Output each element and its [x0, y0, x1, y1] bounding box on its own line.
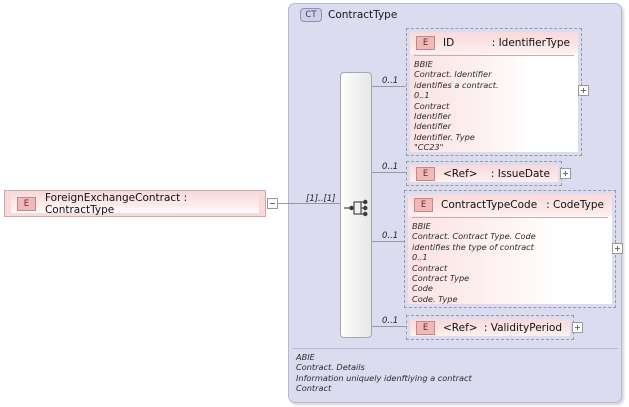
- connector-to-id: [372, 86, 406, 87]
- element-box-issuedate[interactable]: E <Ref> : IssueDate: [406, 161, 562, 186]
- element-type: : ValidityPeriod: [483, 321, 562, 334]
- sequence-icon: [343, 197, 369, 223]
- connector-to-contracttypecode: [372, 241, 404, 242]
- element-type: : IssueDate: [490, 167, 550, 180]
- element-name: <Ref>: [443, 321, 478, 334]
- element-doc-divider: [412, 217, 608, 218]
- element-badge-icon: E: [416, 320, 435, 335]
- cardinality-issuedate: 0..1: [382, 162, 399, 172]
- element-box-contracttypecode[interactable]: E ContractTypeCode : CodeType BBIE Contr…: [404, 190, 616, 308]
- element-name: ContractTypeCode: [441, 199, 538, 211]
- connector-to-validityperiod: [372, 326, 406, 327]
- element-doc-body: [408, 216, 612, 304]
- sequence-compositor-rod[interactable]: [340, 72, 372, 338]
- element-type: : CodeType: [546, 199, 604, 211]
- element-header-validityperiod: E <Ref> : ValidityPeriod: [410, 319, 570, 336]
- element-badge-icon: E: [416, 166, 435, 181]
- expand-toggle-validityperiod-icon[interactable]: [572, 322, 583, 333]
- contract-type-title: ContractType: [328, 9, 398, 21]
- root-element-foreignexchangecontract[interactable]: E ForeignExchangeContract : ContractType: [4, 190, 266, 217]
- element-type: : IdentifierType: [491, 37, 570, 49]
- element-badge-icon: E: [17, 196, 36, 211]
- container-doc-divider: [292, 348, 618, 349]
- expand-toggle-contracttypecode-icon[interactable]: [612, 243, 623, 254]
- root-cardinality-label: [1]..[1]: [306, 194, 336, 204]
- element-box-id[interactable]: E ID : IdentifierType BBIE Contract. Ide…: [406, 28, 582, 156]
- contract-type-header: CT ContractType: [293, 4, 397, 26]
- expand-toggle-issuedate-icon[interactable]: [560, 168, 571, 179]
- expand-toggle-id-icon[interactable]: [578, 85, 589, 96]
- cardinality-contracttypecode: 0..1: [382, 231, 399, 241]
- element-name: <Ref>: [443, 167, 478, 180]
- element-header-contracttypecode: E ContractTypeCode : CodeType: [408, 194, 612, 216]
- element-badge-icon: E: [416, 36, 435, 50]
- complextype-badge-icon: CT: [300, 8, 322, 22]
- connector-root-to-sequence: [278, 203, 340, 204]
- element-box-validityperiod[interactable]: E <Ref> : ValidityPeriod: [406, 315, 574, 340]
- element-badge-icon: E: [414, 198, 433, 212]
- cardinality-validityperiod: 0..1: [382, 316, 399, 326]
- container-documentation: ABIE Contract. Details Information uniqu…: [296, 352, 472, 394]
- root-collapse-toggle-icon[interactable]: [267, 198, 278, 209]
- element-doc-divider: [414, 55, 574, 56]
- element-header-issuedate: E <Ref> : IssueDate: [410, 165, 558, 182]
- element-documentation: BBIE Contract. Contract Type. Code ident…: [412, 221, 536, 304]
- cardinality-id: 0..1: [382, 76, 399, 86]
- element-documentation: BBIE Contract. Identifier identifies a c…: [414, 59, 499, 153]
- element-doc-body: [410, 54, 578, 152]
- connector-to-issuedate: [372, 172, 406, 173]
- root-element-inner: E ForeignExchangeContract : ContractType: [11, 191, 259, 216]
- element-header-id: E ID : IdentifierType: [410, 32, 578, 54]
- root-element-label: ForeignExchangeContract : ContractType: [44, 191, 188, 216]
- element-name: ID: [443, 37, 455, 49]
